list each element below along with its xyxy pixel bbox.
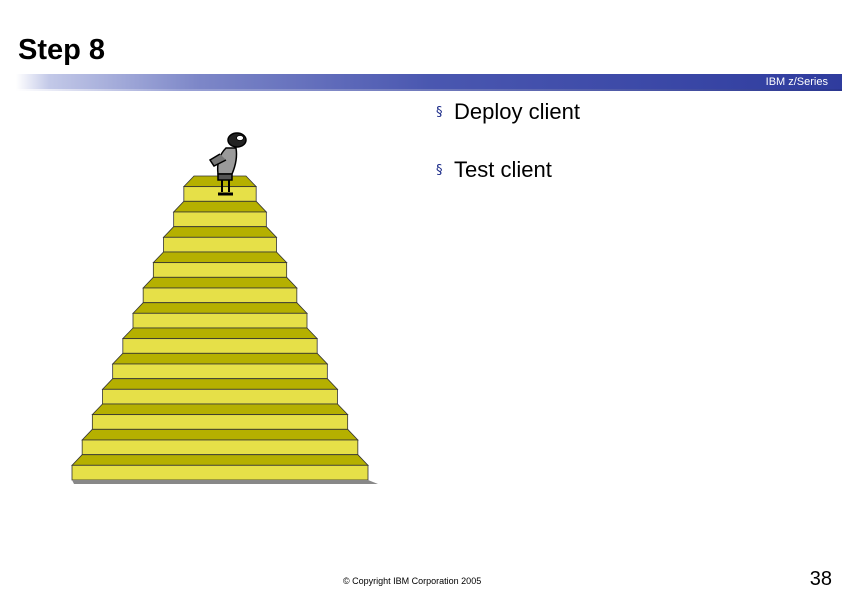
- stair-tread: [172, 200, 268, 213]
- stair-riser: [71, 464, 369, 481]
- stair-tread: [132, 302, 308, 314]
- page-number: 38: [809, 568, 832, 590]
- stair-riser: [152, 262, 288, 278]
- stair-riser: [81, 439, 359, 456]
- stair-riser: [142, 287, 298, 304]
- staircase-with-person-icon: [71, 132, 378, 484]
- stair-tread: [142, 276, 298, 289]
- stair-tread: [91, 403, 349, 416]
- header-bar-line: [16, 89, 842, 91]
- stair-tread: [111, 352, 329, 365]
- stair-riser: [163, 236, 277, 253]
- bullet-marker-icon: §: [436, 104, 443, 120]
- header-bar: [16, 74, 842, 90]
- bullet-text: Test client: [454, 157, 552, 182]
- stair-tread: [121, 327, 319, 340]
- stair-tread: [101, 378, 339, 390]
- bullet-item-test-client: § Test client: [436, 156, 580, 184]
- brand-label: IBM z/Series: [765, 76, 828, 88]
- bullet-text: Deploy client: [454, 99, 580, 124]
- person-figure: [208, 132, 247, 196]
- stair-riser: [112, 363, 328, 380]
- stair-tread: [81, 428, 359, 441]
- stair-riser: [173, 211, 267, 228]
- bullet-list: § Deploy client § Test client: [436, 98, 580, 214]
- stair-tread: [162, 226, 278, 238]
- bullet-marker-icon: §: [436, 162, 443, 178]
- footer-copyright: © Copyright IBM Corporation 2005: [343, 576, 482, 586]
- slide-title: Step 8: [18, 34, 106, 66]
- stair-riser: [122, 338, 318, 354]
- staircase-steps: [71, 175, 378, 484]
- bullet-item-deploy-client: § Deploy client: [436, 98, 580, 126]
- stair-riser: [132, 312, 308, 329]
- staircase-shadow: [72, 480, 378, 484]
- stair-tread: [71, 454, 369, 466]
- stair-riser: [102, 388, 338, 405]
- stair-riser: [91, 414, 349, 430]
- stair-tread: [152, 251, 288, 264]
